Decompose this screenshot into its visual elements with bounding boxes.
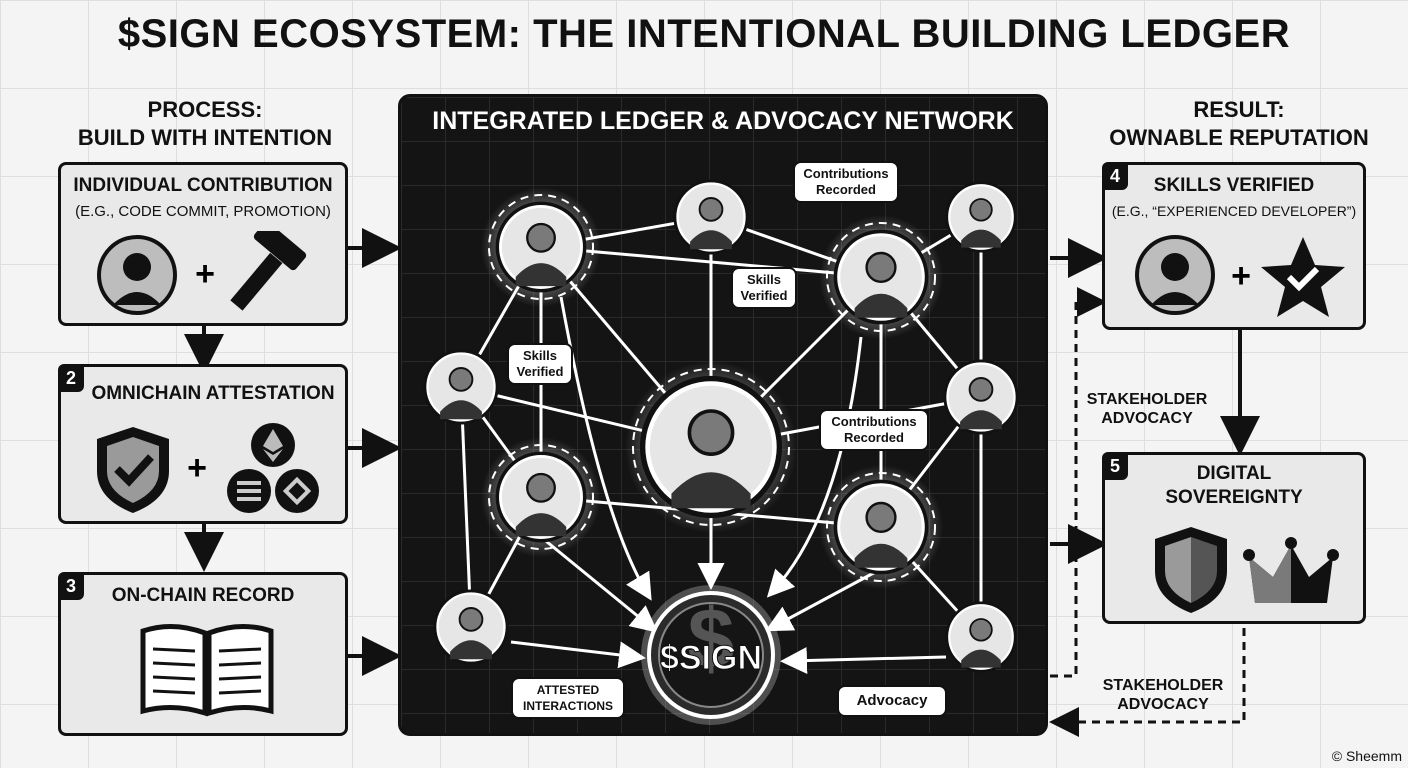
label-stakeholder-advocacy-top: STAKEHOLDER ADVOCACY — [1086, 391, 1208, 427]
bubble-attested-interactions: ATTESTED INTERACTIONS — [511, 677, 625, 719]
step-individual-contribution: INDIVIDUAL CONTRIBUTION (E.G., CODE COMM… — [58, 162, 348, 326]
step4-number: 4 — [1102, 162, 1128, 190]
attestation-icons: + — [97, 423, 319, 513]
step2-number: 2 — [58, 364, 84, 392]
avatar — [945, 601, 1017, 673]
left-header-line2: BUILD WITH INTENTION — [77, 125, 333, 150]
step5-title-line2: SOVEREIGNTY — [1165, 487, 1303, 508]
solana-icon — [227, 469, 271, 513]
step-digital-sovereignty: 5 DIGITAL SOVEREIGNTY — [1102, 452, 1366, 624]
avatar — [833, 479, 929, 575]
step3-title: ON-CHAIN RECORD — [111, 585, 295, 606]
bubble-contributions-recorded-mid: Contributions Recorded — [819, 409, 929, 451]
svg-text:$: $ — [688, 591, 735, 685]
step-on-chain-record: 3 ON-CHAIN RECORD — [58, 572, 348, 736]
panel-title: INTEGRATED LEDGER & ADVOCACY NETWORK — [432, 107, 1014, 135]
contribution-icons: + — [97, 231, 307, 315]
step1-subtitle: (E.G., CODE COMMIT, PROMOTION) — [75, 203, 331, 220]
plus-icon: + — [187, 449, 207, 487]
network-graph: $ $SIGN — [423, 179, 1019, 725]
bubble-skills-verified-mid: Skills Verified — [731, 267, 797, 309]
plus-icon: + — [195, 255, 215, 293]
ethereum-icon — [251, 423, 295, 467]
step2-title: OMNICHAIN ATTESTATION — [91, 383, 335, 404]
step3-number: 3 — [58, 572, 84, 600]
left-column-header: PROCESS: BUILD WITH INTENTION — [60, 96, 350, 152]
step-omnichain-attestation: 2 OMNICHAIN ATTESTATION + — [58, 364, 348, 524]
avatar — [423, 349, 499, 425]
right-header-line2: OWNABLE REPUTATION — [1109, 125, 1369, 150]
right-header-line1: RESULT: — [1193, 97, 1285, 122]
shield-check-icon — [97, 427, 169, 513]
left-header-line1: PROCESS: — [147, 97, 263, 122]
bubble-advocacy: Advocacy — [837, 685, 947, 717]
step4-subtitle: (E.G., “EXPERIENCED DEVELOPER”) — [1111, 203, 1357, 219]
right-column-header: RESULT: OWNABLE REPUTATION — [1094, 96, 1384, 152]
step5-number: 5 — [1102, 452, 1128, 480]
shield-icon — [1155, 527, 1227, 613]
sign-token-label: $SIGN — [660, 639, 762, 677]
plus-icon: + — [1231, 257, 1251, 295]
crown-icon — [1243, 537, 1339, 603]
star-check-icon — [1261, 237, 1345, 317]
label-stakeholder-advocacy-bottom: STAKEHOLDER ADVOCACY — [1102, 677, 1224, 713]
verified-skill-icons: + — [1135, 235, 1345, 317]
person-icon — [1135, 235, 1215, 315]
avatar — [833, 229, 929, 325]
avatar — [943, 359, 1019, 435]
step1-title: INDIVIDUAL CONTRIBUTION — [73, 175, 333, 196]
hammer-icon — [230, 231, 307, 311]
avatar — [643, 379, 780, 516]
step5-title-line1: DIGITAL — [1196, 463, 1272, 484]
page-title: $SIGN ECOSYSTEM: THE INTENTIONAL BUILDIN… — [117, 12, 1291, 56]
sovereignty-icons — [1155, 527, 1339, 613]
sign-token-icon: $ $SIGN — [641, 585, 781, 725]
step4-title: SKILLS VERIFIED — [1153, 175, 1315, 196]
person-icon — [97, 235, 177, 315]
avatar — [495, 451, 587, 543]
copyright-credit: © Sheemm — [1331, 748, 1402, 764]
open-book-icon — [140, 623, 274, 717]
ledger-network-panel: INTEGRATED LEDGER & ADVOCACY NETWORK — [398, 94, 1048, 736]
avatar — [945, 181, 1017, 253]
bubble-skills-verified-left: Skills Verified — [507, 343, 573, 385]
bubble-contributions-recorded-top: Contributions Recorded — [793, 161, 899, 203]
binance-icon — [275, 469, 319, 513]
avatar — [495, 201, 587, 293]
dashed-advocacy-top — [1050, 287, 1107, 678]
dashed-advocacy-bottom — [1049, 628, 1246, 737]
avatar — [433, 589, 509, 665]
step-skills-verified: 4 SKILLS VERIFIED (E.G., “EXPERIENCED DE… — [1102, 162, 1366, 330]
avatar — [673, 179, 749, 255]
